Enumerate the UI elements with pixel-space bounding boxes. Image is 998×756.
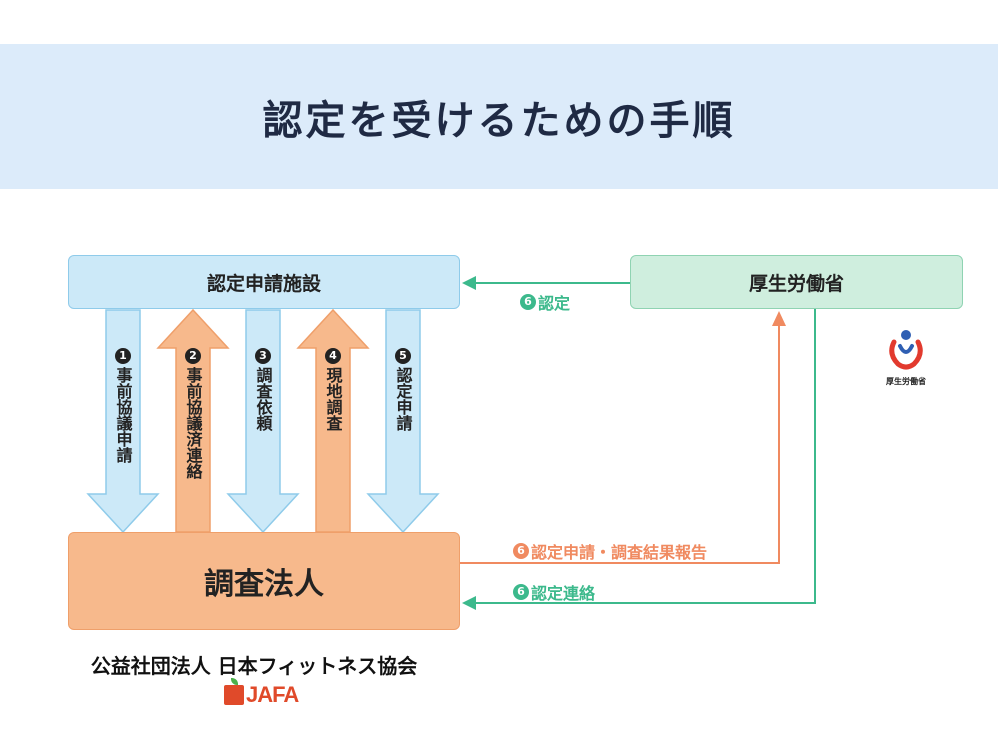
report-text: 認定申請・調査結果報告	[531, 543, 708, 562]
step-2-arrow	[156, 308, 230, 533]
step-2-text: 事前協議済連絡	[183, 367, 203, 479]
notify-label: 6 認定連絡	[513, 580, 595, 604]
mhlw-logo-caption: 厚生労働省	[886, 377, 926, 386]
notify-text: 認定連絡	[531, 584, 596, 603]
mhlw-emblem-icon	[889, 330, 923, 370]
jafa-logo: JAFA	[224, 678, 299, 708]
mhlw-logo: 厚生労働省	[876, 328, 936, 394]
step-2-label: 2 事前協議済連絡	[182, 344, 204, 483]
jafa-apple-icon	[224, 678, 244, 705]
step-1-text: 事前協議申請	[113, 367, 133, 463]
notify-arrowhead	[462, 596, 476, 610]
step-5-text: 認定申請	[393, 367, 413, 431]
step-5-arrow	[366, 309, 440, 534]
step-1-number: 1	[115, 348, 131, 364]
step-4-arrow	[296, 308, 370, 533]
report-line	[460, 324, 780, 564]
certify-number: 6	[520, 294, 536, 310]
page-title: 認定を受けるための手順	[262, 97, 736, 144]
title-banner: 認定を受けるための手順	[0, 44, 998, 189]
step-3-label: 3 調査依頼	[252, 344, 274, 435]
step-2-number: 2	[185, 348, 201, 364]
notify-line	[472, 309, 816, 604]
step-1-label: 1 事前協議申請	[112, 344, 134, 467]
organization-name: 公益社団法人 日本フィットネス協会	[90, 654, 418, 678]
step-4-label: 4 現地調査	[322, 344, 344, 435]
step-5-number: 5	[395, 348, 411, 364]
notify-number: 6	[513, 584, 529, 600]
step-3-number: 3	[255, 348, 271, 364]
node-facility: 認定申請施設	[68, 255, 460, 309]
step-3-text: 調査依頼	[253, 367, 273, 431]
jafa-logo-text: JAFA	[246, 682, 299, 707]
step-3-arrow	[226, 309, 300, 534]
certify-text: 認定	[538, 294, 571, 313]
report-arrowhead	[772, 311, 786, 326]
step-5-label: 5 認定申請	[392, 344, 414, 435]
step-1-arrow	[86, 309, 160, 534]
certify-arrowhead	[462, 276, 476, 290]
step-4-text: 現地調査	[323, 367, 343, 431]
node-ministry: 厚生労働省	[630, 255, 963, 309]
certify-label: 6 認定	[520, 290, 570, 314]
node-investigator: 調査法人	[68, 532, 460, 630]
step-4-number: 4	[325, 348, 341, 364]
report-label: 6 認定申請・調査結果報告	[513, 539, 707, 563]
report-number: 6	[513, 543, 529, 559]
